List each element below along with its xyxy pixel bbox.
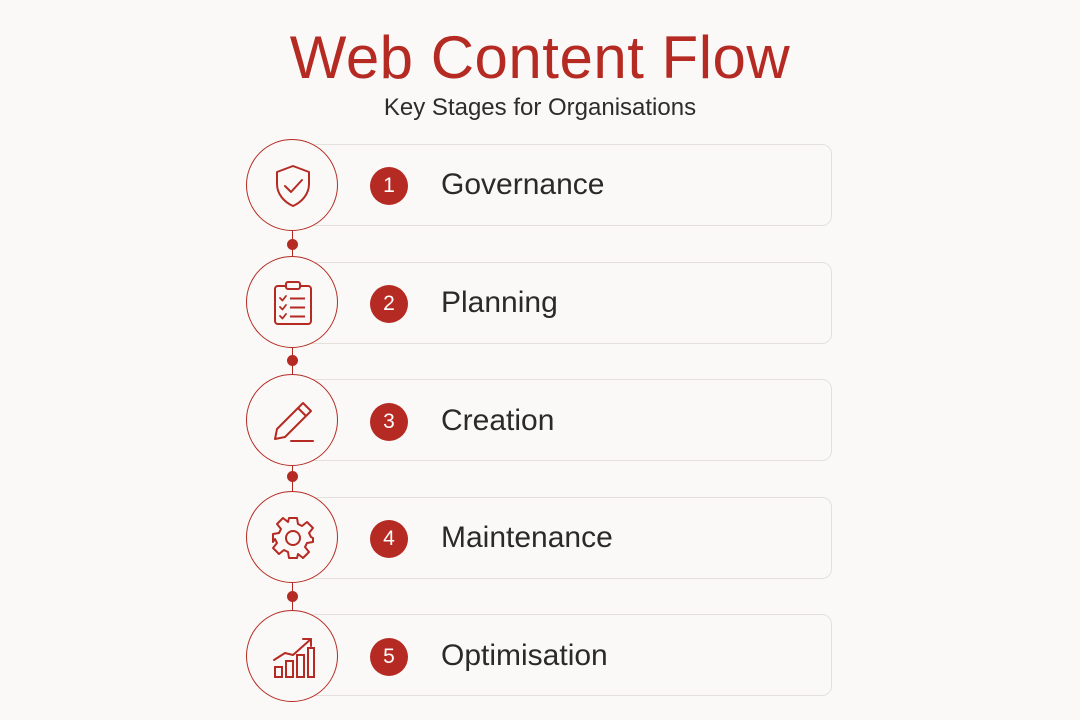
pencil-icon	[274, 402, 314, 442]
stage-number-badge: 5	[370, 638, 408, 676]
stage-card-optimisation	[292, 614, 832, 696]
timeline-dot	[287, 591, 298, 602]
shield-check-icon	[276, 165, 310, 207]
gear-icon	[272, 517, 314, 559]
bar-chart-growth-icon	[273, 638, 315, 678]
timeline-dot	[287, 471, 298, 482]
stage-label-creation: Creation	[441, 404, 555, 437]
stage-label-planning: Planning	[441, 286, 558, 319]
timeline-dot	[287, 239, 298, 250]
timeline-dot	[287, 355, 298, 366]
stage-number-badge: 2	[370, 285, 408, 323]
stage-icon-circle	[246, 374, 338, 466]
stage-number-badge: 4	[370, 520, 408, 558]
stage-label-governance: Governance	[441, 168, 605, 201]
page-subtitle: Key Stages for Organisations	[383, 94, 697, 121]
stage-icon-circle	[246, 491, 338, 583]
stage-icon-circle	[246, 139, 338, 231]
stage-label-maintenance: Maintenance	[441, 521, 613, 554]
stage-icon-circle	[246, 610, 338, 702]
clipboard-checklist-icon	[274, 281, 312, 325]
stage-number-badge: 3	[370, 403, 408, 441]
stage-icon-circle	[246, 256, 338, 348]
stage-label-optimisation: Optimisation	[441, 639, 608, 672]
page-title: Web Content Flow	[289, 24, 791, 91]
stage-number-badge: 1	[370, 167, 408, 205]
